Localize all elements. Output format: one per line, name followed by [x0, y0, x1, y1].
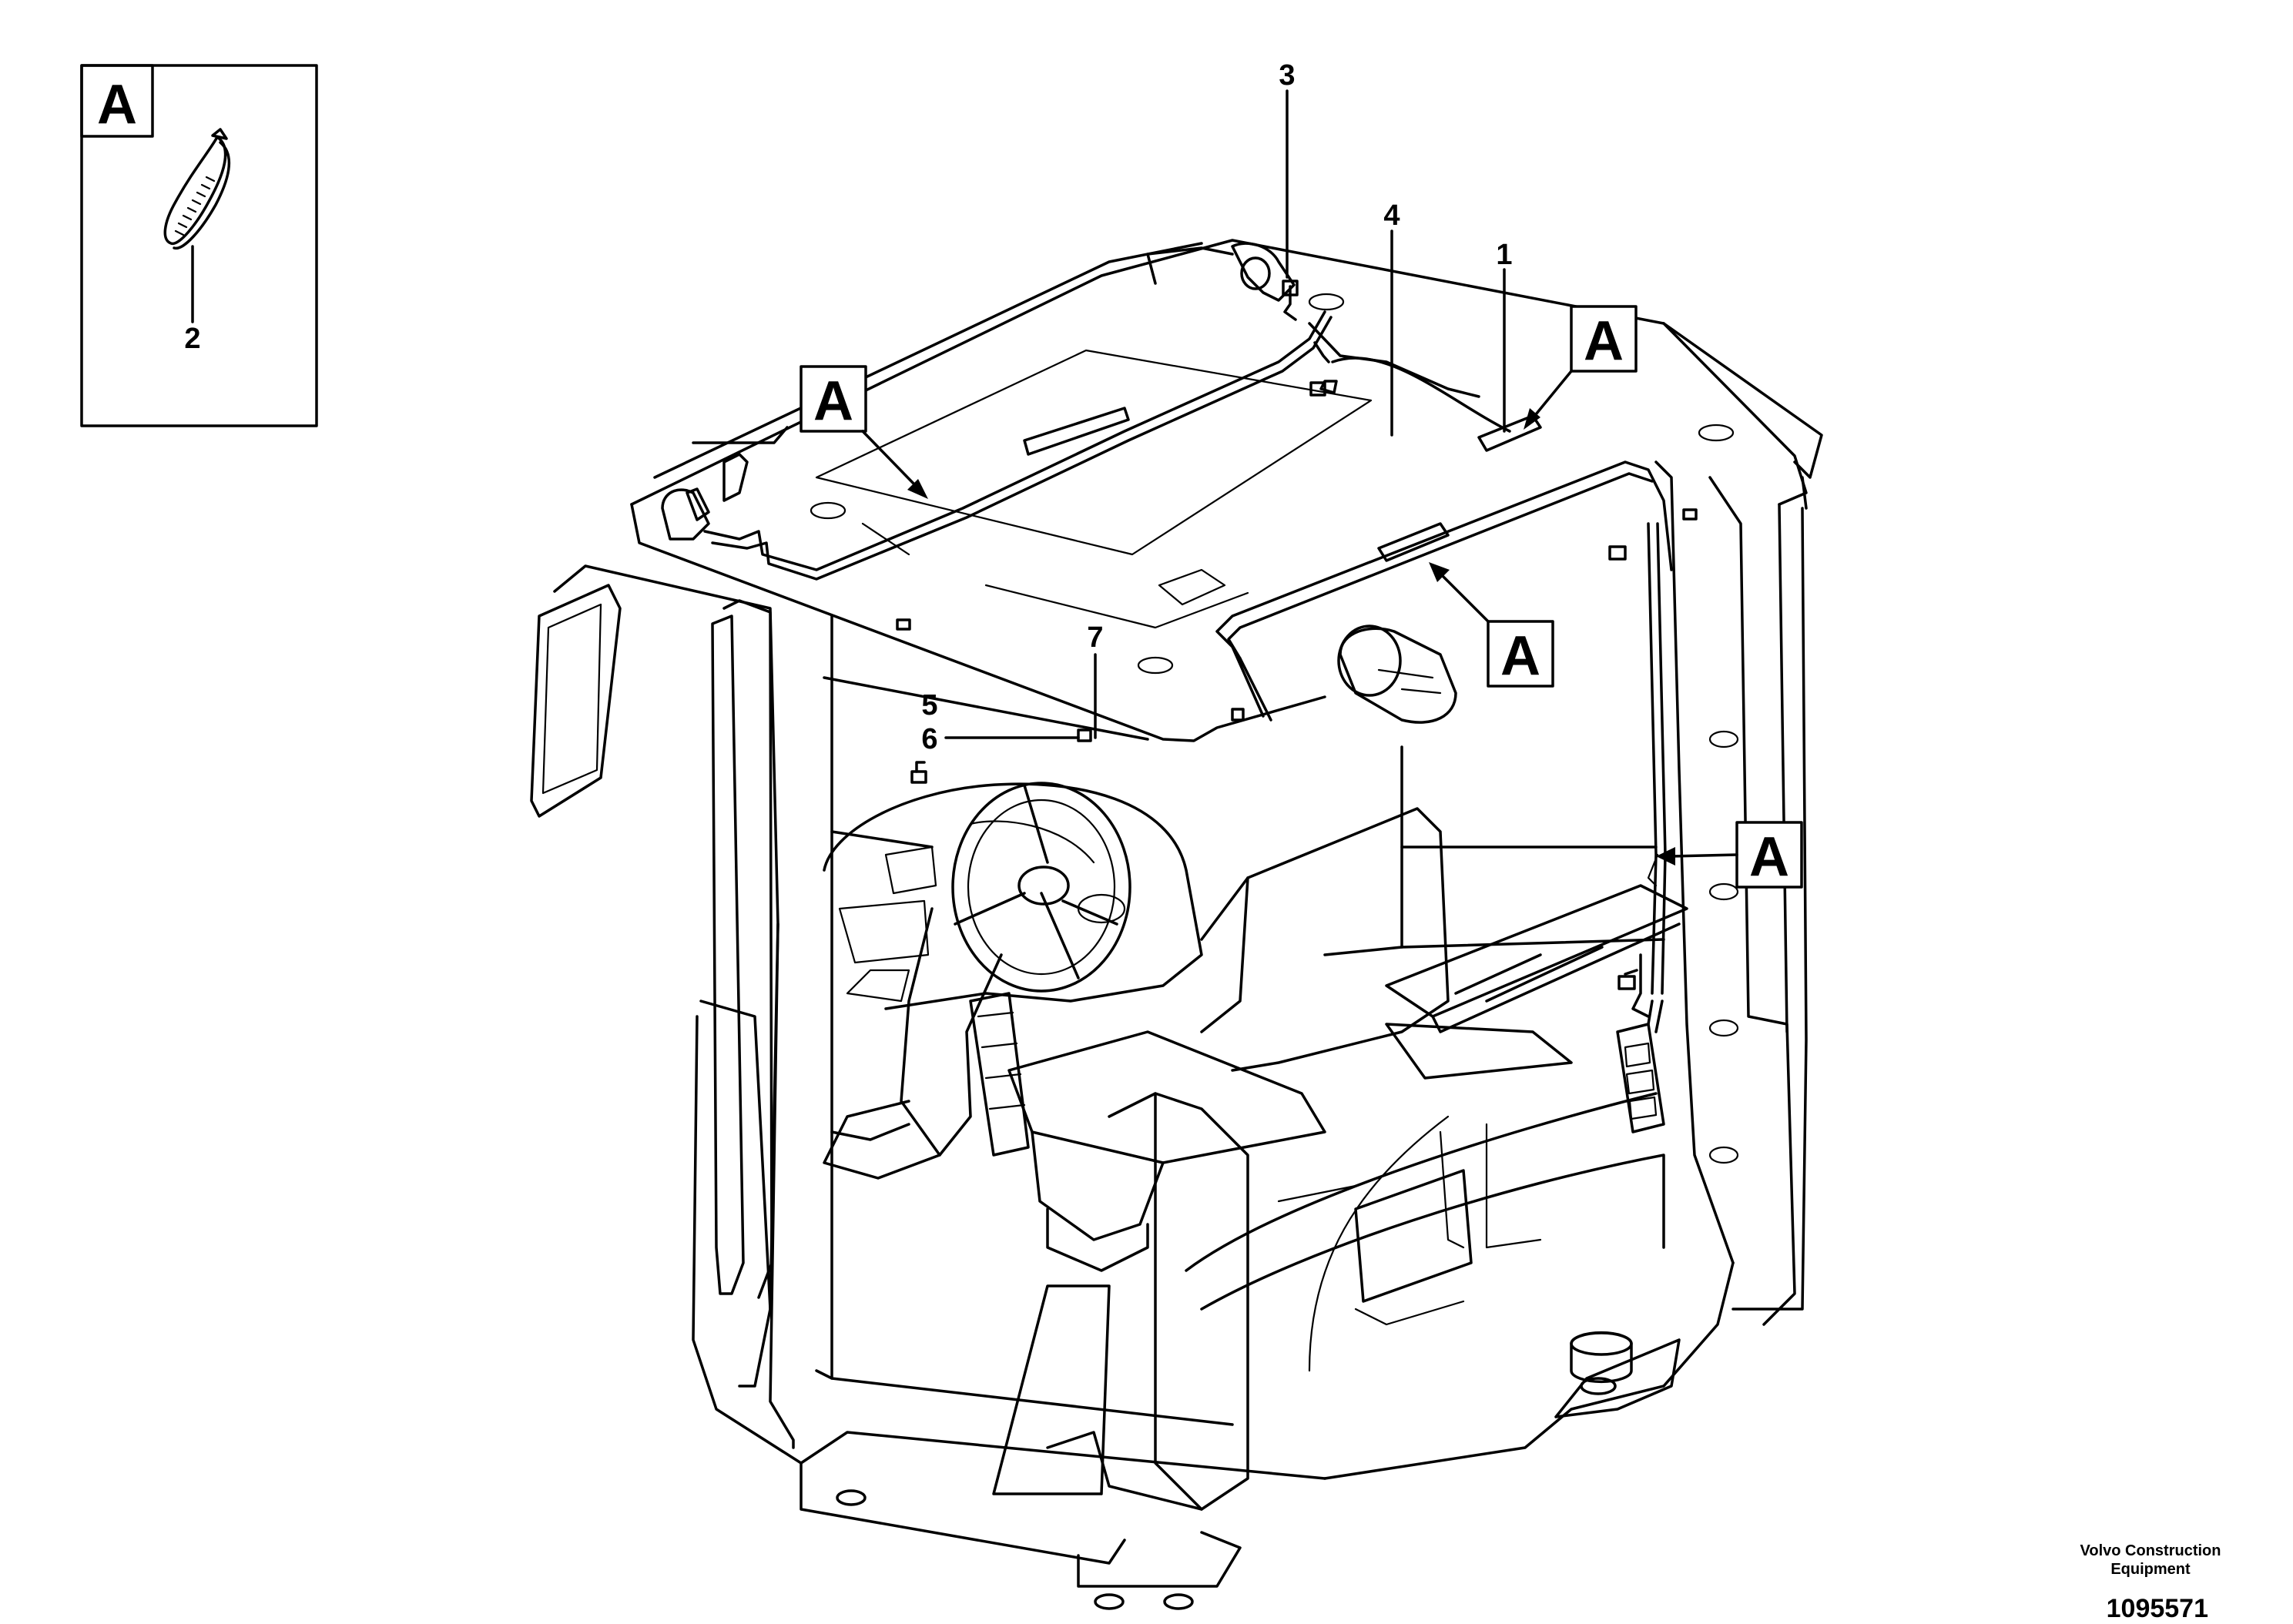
callout-1: 1 — [1496, 239, 1512, 271]
cab-frame — [530, 239, 1823, 1610]
ref-box-a-right-top: A — [1524, 305, 1638, 430]
ref-box-a-left: A — [800, 365, 928, 499]
ref-letter-3: A — [1500, 625, 1540, 687]
callout-2: 2 — [184, 323, 200, 355]
drawing-number: 1095571 — [2106, 1594, 2208, 1623]
cable-tie-icon — [163, 128, 231, 250]
roof-harness — [661, 242, 1698, 1033]
cab-interior — [823, 782, 1688, 1511]
ref-letter-1: A — [813, 370, 853, 432]
detail-view-a: A 2 — [80, 64, 318, 427]
maker-line-2: Equipment — [2110, 1561, 2191, 1578]
ref-box-a-right-post: A — [1656, 821, 1803, 889]
detail-letter: A — [97, 74, 137, 136]
callout-6: 6 — [921, 723, 937, 755]
maker-line-1: Volvo Construction — [2080, 1542, 2221, 1559]
ref-letter-4: A — [1749, 826, 1789, 888]
ref-letter-2: A — [1584, 310, 1624, 372]
callout-3: 3 — [1279, 59, 1295, 92]
callouts: 3 4 1 7 5 6 — [921, 59, 1512, 755]
ref-box-a-centre: A — [1429, 562, 1554, 688]
callout-7: 7 — [1087, 621, 1103, 654]
manufacturer-label: Volvo Construction Equipment — [2062, 1542, 2239, 1579]
callout-5: 5 — [921, 689, 937, 722]
callout-4: 4 — [1383, 199, 1400, 232]
